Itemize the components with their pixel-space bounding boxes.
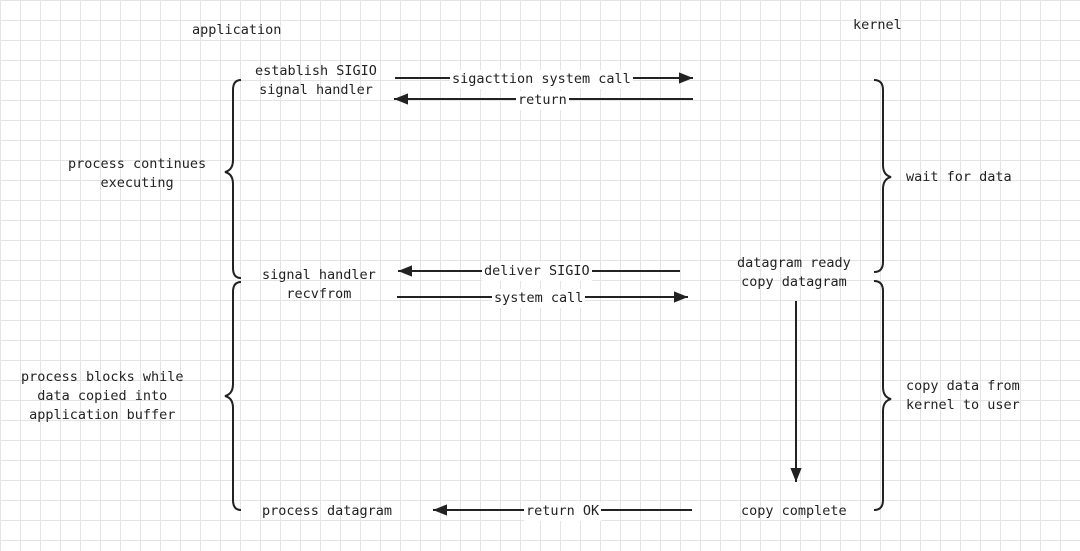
app-brace-lower bbox=[224, 281, 242, 511]
signal-handler-recvfrom-step: signal handler recvfrom bbox=[262, 267, 376, 302]
establish-handler-step: establish SIGIO signal handler bbox=[255, 63, 377, 98]
kernel-brace-wait bbox=[873, 79, 892, 273]
process-blocks-phase: process blocks while data copied into ap… bbox=[21, 369, 184, 423]
wait-for-data-phase: wait for data bbox=[906, 169, 1012, 185]
kernel-brace-copy bbox=[873, 280, 892, 511]
system-call-label: system call bbox=[492, 289, 586, 308]
deliver-sigio-label: deliver SIGIO bbox=[482, 262, 592, 281]
application-header: application bbox=[192, 22, 282, 38]
return-ok-label: return OK bbox=[524, 502, 602, 521]
copy-data-phase: copy data from kernel to user bbox=[906, 378, 1020, 413]
kernel-header: kernel bbox=[853, 17, 902, 33]
datagram-ready-step: datagram ready copy datagram bbox=[737, 255, 851, 290]
return-label: return bbox=[516, 91, 569, 110]
process-continues-phase: process continues executing bbox=[68, 156, 207, 191]
copy-complete-step: copy complete bbox=[741, 503, 847, 519]
process-datagram-step: process datagram bbox=[262, 503, 393, 519]
app-brace-upper bbox=[224, 79, 242, 279]
sigaction-label: sigacttion system call bbox=[450, 70, 633, 89]
